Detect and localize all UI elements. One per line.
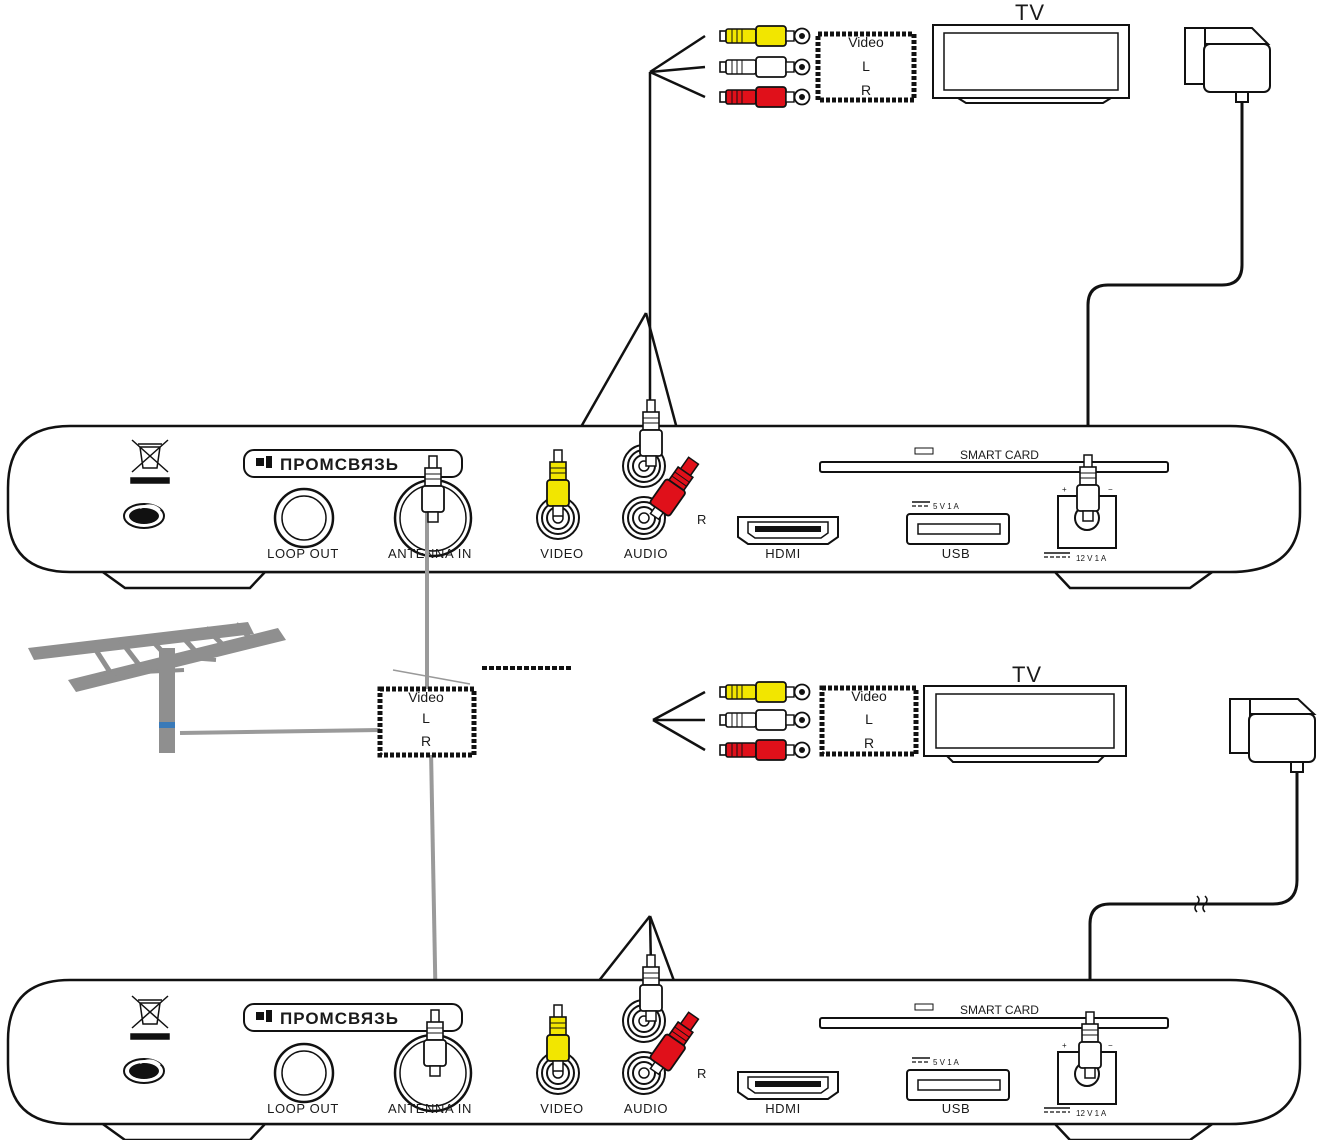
antenna-in-label: ANTENNA IN — [388, 546, 472, 561]
svg-text:VIDEO: VIDEO — [540, 1101, 583, 1116]
svg-text:−: − — [1108, 485, 1113, 494]
bottom-tv-icon: TV — [923, 662, 1127, 763]
antenna-cable — [179, 508, 438, 1021]
brand-logo-text: ПРОМСВЯЗЬ — [280, 455, 399, 474]
middle-input-panel: Video L R — [377, 669, 477, 758]
usb-port: 5 V 1 A — [906, 1057, 1010, 1101]
top-audio-left-plug — [639, 399, 663, 467]
svg-text:Video: Video — [851, 688, 887, 704]
svg-text:R: R — [421, 733, 431, 749]
top-av-cable — [563, 34, 706, 471]
weee-bin-icon — [130, 439, 170, 484]
svg-text:5 V 1 A: 5 V 1 A — [933, 1058, 959, 1067]
svg-text:R: R — [697, 1066, 707, 1081]
antenna-icon — [28, 622, 286, 753]
svg-text:LOOP OUT: LOOP OUT — [267, 1101, 339, 1116]
top-rca-plug-right — [719, 86, 811, 108]
svg-text:L: L — [865, 711, 873, 727]
bottom-power-cable — [1088, 772, 1299, 1028]
svg-text:USB: USB — [942, 1101, 971, 1116]
svg-text:L: L — [422, 710, 430, 726]
weee-bin-icon — [130, 995, 170, 1040]
top-tv-input-panel: Video L R — [815, 31, 917, 103]
top-tv-icon: TV — [932, 0, 1130, 104]
video-label: VIDEO — [540, 546, 583, 561]
svg-text:+: + — [1062, 485, 1067, 494]
bottom-av-cable — [567, 690, 706, 1025]
smart-card-label: SMART CARD — [960, 448, 1039, 462]
top-power-adapter-icon — [1184, 27, 1271, 103]
svg-text:Video: Video — [408, 689, 444, 705]
svg-text:ANTENNA IN: ANTENNA IN — [388, 1101, 472, 1116]
bottom-audio-left-plug — [639, 954, 663, 1022]
hdmi-label: HDMI — [765, 546, 801, 561]
brand-logo: ПРОМСВЯЗЬ — [243, 1003, 463, 1032]
smart-card-slot: SMART CARD — [819, 1003, 1169, 1029]
svg-text:AUDIO: AUDIO — [624, 1101, 668, 1116]
top-receiver: ПРОМСВЯЗЬ LOOP OUT ANTENNA IN VIDEO AUDI… — [6, 399, 1302, 590]
bottom-rca-plug-right — [719, 739, 811, 761]
svg-text:ПРОМСВЯЗЬ: ПРОМСВЯЗЬ — [280, 1009, 399, 1028]
loop-out-port — [273, 487, 335, 549]
audio-right-label: R — [697, 512, 707, 527]
usb-rating: 5 V 1 A — [933, 502, 959, 511]
rohs-icon — [123, 1058, 165, 1084]
top-power-cable — [1086, 103, 1244, 472]
svg-text:SMART CARD: SMART CARD — [960, 1003, 1039, 1017]
bottom-tv-input-panel: Video L R — [819, 685, 919, 757]
rohs-icon — [123, 503, 165, 529]
bottom-rca-plug-video — [719, 681, 811, 703]
svg-text:12 V 1 A: 12 V 1 A — [1076, 1109, 1107, 1118]
hdmi-port — [737, 1071, 839, 1100]
svg-text:−: − — [1108, 1041, 1113, 1050]
svg-text:R: R — [864, 735, 874, 751]
tv-input-video-label: Video — [848, 34, 884, 50]
bottom-receiver: ПРОМСВЯЗЬ LOOP OUT ANTENNA IN VIDEO AUDI… — [6, 954, 1302, 1140]
usb-port: 5 V 1 A — [906, 501, 1010, 545]
usb-label: USB — [942, 546, 971, 561]
bottom-rca-plug-left — [719, 709, 811, 731]
tv-input-left-label: L — [862, 58, 870, 74]
brand-logo: ПРОМСВЯЗЬ — [243, 449, 463, 478]
top-rca-plug-left — [719, 56, 811, 78]
svg-text:TV: TV — [1012, 662, 1042, 687]
tv-input-right-label: R — [861, 82, 871, 98]
bottom-power-adapter-icon — [1229, 698, 1317, 773]
power-rating: 12 V 1 A — [1076, 554, 1107, 563]
audio-label: AUDIO — [624, 546, 668, 561]
tv-label: TV — [1015, 0, 1045, 25]
loop-out-label: LOOP OUT — [267, 546, 339, 561]
smart-card-slot: SMART CARD — [819, 447, 1169, 473]
loop-out-port — [273, 1042, 335, 1104]
svg-text:+: + — [1062, 1041, 1067, 1050]
hdmi-port — [737, 516, 839, 545]
top-rca-plug-video — [719, 25, 811, 47]
svg-text:HDMI: HDMI — [765, 1101, 801, 1116]
